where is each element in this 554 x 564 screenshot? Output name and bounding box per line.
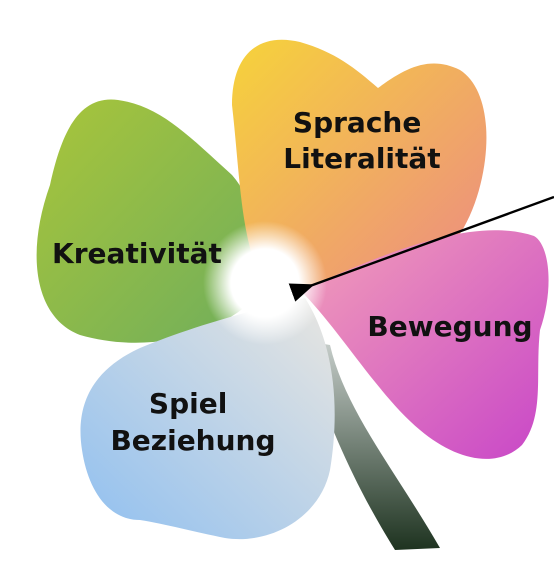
petal-bewegung xyxy=(300,230,549,459)
petal-label-sprache-line1: Sprache xyxy=(293,106,421,139)
petal-label-bewegung: Bewegung xyxy=(367,310,532,343)
petal-label-spiel-line1: Spiel xyxy=(149,387,227,420)
clover-stem xyxy=(300,340,440,550)
petal-sprache xyxy=(232,39,487,291)
petal-label-sprache-line2: Literalität xyxy=(283,142,440,175)
petal-spiel xyxy=(80,298,335,540)
petal-label-kreativitaet: Kreativität xyxy=(52,237,222,270)
petal-label-kreativitaet-line1: Kreativität xyxy=(52,237,222,270)
petal-label-spiel: Spiel Beziehung xyxy=(110,387,275,457)
petal-label-bewegung-line1: Bewegung xyxy=(367,310,532,343)
petal-label-spiel-line2: Beziehung xyxy=(110,424,275,457)
clover-center xyxy=(203,221,327,345)
pointer-arrow xyxy=(288,195,554,302)
petal-label-sprache: Sprache Literalität xyxy=(283,106,440,175)
